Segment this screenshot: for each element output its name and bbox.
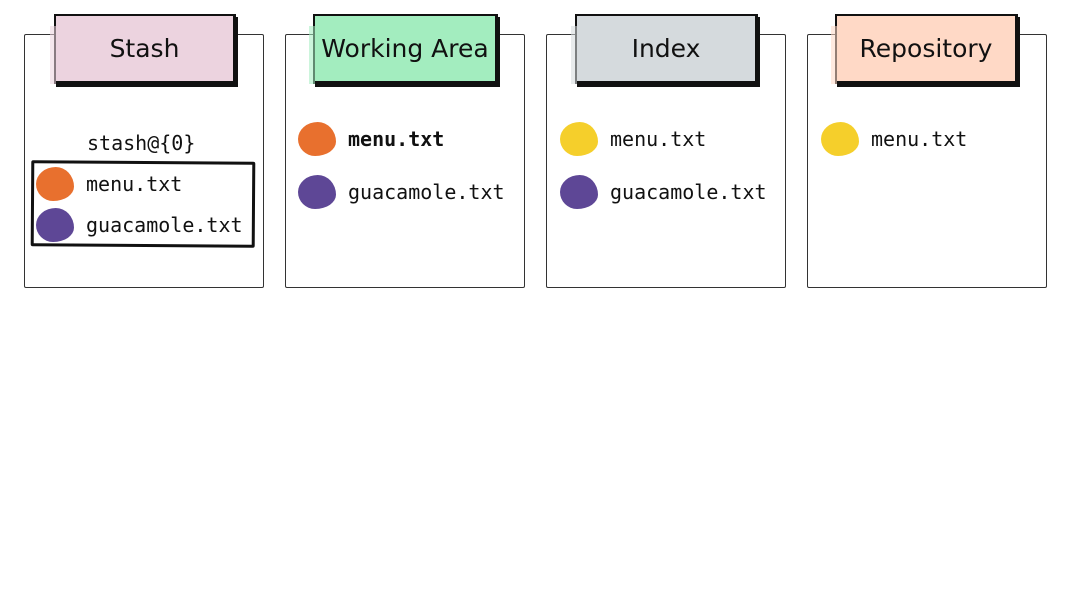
file-name: menu.txt [348,127,445,151]
file-name: menu.txt [871,127,968,151]
repository-file-menu: menu.txt [821,122,967,156]
purple-blob-icon [560,175,598,209]
index-file-menu: menu.txt [560,122,706,156]
working-area-tab: Working Area [309,14,498,84]
repository-tab: Repository [831,14,1018,84]
yellow-blob-icon [560,122,598,156]
working-file-menu: menu.txt [298,122,444,156]
stash-file-guacamole: guacamole.txt [36,208,243,242]
stash-tab: Stash [50,14,236,84]
yellow-blob-icon [821,122,859,156]
orange-blob-icon [36,167,74,201]
purple-blob-icon [298,175,336,209]
index-tab: Index [571,14,758,84]
file-name: guacamole.txt [86,213,243,237]
file-name: menu.txt [86,172,183,196]
purple-blob-icon [36,208,74,242]
file-name: menu.txt [610,127,707,151]
orange-blob-icon [298,122,336,156]
file-name: guacamole.txt [348,180,505,204]
working-file-guacamole: guacamole.txt [298,175,505,209]
file-name: guacamole.txt [610,180,767,204]
stash-file-menu: menu.txt [36,167,182,201]
stash-ref-label: stash@{0} [87,131,196,155]
index-file-guacamole: guacamole.txt [560,175,767,209]
